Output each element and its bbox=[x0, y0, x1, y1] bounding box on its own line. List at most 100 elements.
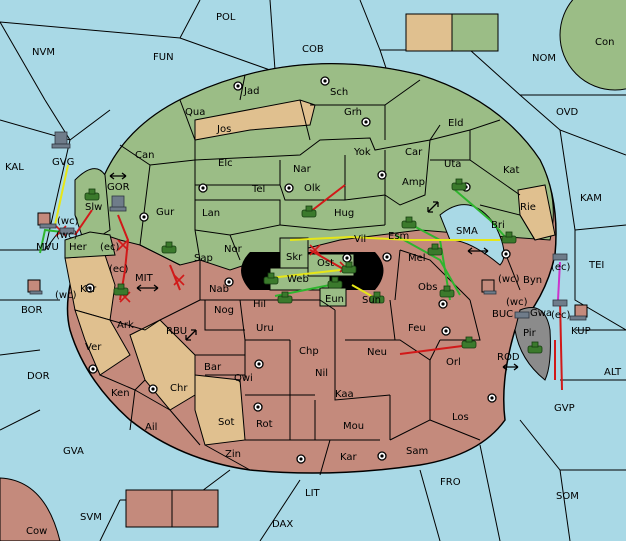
army-unit-icon bbox=[327, 276, 343, 289]
supply-center-icon bbox=[224, 277, 234, 287]
label-obs: Obs bbox=[418, 282, 437, 293]
label-mit: MIT bbox=[135, 273, 154, 284]
army-unit-icon bbox=[461, 336, 477, 349]
label-kat: Kat bbox=[503, 165, 520, 176]
label-skr: Skr bbox=[286, 252, 303, 263]
supply-center-icon bbox=[296, 454, 306, 464]
label-amp: Amp bbox=[402, 177, 425, 188]
label-uta: Uta bbox=[444, 159, 461, 170]
fleet-unit-icon bbox=[27, 279, 43, 295]
label-sot: Sot bbox=[218, 417, 234, 428]
army-unit-icon bbox=[161, 241, 177, 254]
label-kar: Kar bbox=[340, 452, 358, 463]
label-ail: Ail bbox=[145, 422, 157, 433]
supply-center-icon bbox=[320, 76, 330, 86]
label-ec-4: (ec) bbox=[551, 310, 571, 321]
army-unit-icon bbox=[301, 205, 317, 218]
label-ark: Ark bbox=[117, 320, 134, 331]
supply-center-icon bbox=[284, 183, 294, 193]
label-cow: Cow bbox=[26, 526, 47, 537]
label-gwa: Gwa bbox=[530, 308, 552, 319]
supply-center-icon bbox=[501, 249, 511, 259]
label-gva: GVA bbox=[63, 446, 84, 457]
label-cob: COB bbox=[302, 44, 324, 55]
army-unit-icon bbox=[451, 178, 467, 191]
supply-center-icon bbox=[139, 212, 149, 222]
label-rie: Rie bbox=[520, 202, 536, 213]
label-grh: Grh bbox=[344, 107, 362, 118]
army-unit-icon bbox=[369, 291, 385, 304]
supply-center-icon bbox=[382, 252, 392, 262]
label-ost: Ost bbox=[317, 258, 334, 269]
label-vil: Vil bbox=[354, 234, 366, 245]
label-mou: Mou bbox=[343, 421, 364, 432]
label-kal: KAL bbox=[5, 162, 24, 173]
supply-center-icon bbox=[342, 253, 352, 263]
label-qwi: Qwi bbox=[234, 373, 253, 384]
label-wc-2: (wc) bbox=[55, 290, 77, 301]
label-uru: Uru bbox=[256, 323, 274, 334]
label-alt: ALT bbox=[604, 367, 622, 378]
label-fro: FRO bbox=[440, 477, 461, 488]
label-chr: Chr bbox=[170, 383, 188, 394]
label-gvg: GVG bbox=[52, 157, 74, 168]
label-nog: Nog bbox=[214, 305, 234, 316]
army-unit-icon bbox=[501, 231, 517, 244]
magenta-arrow bbox=[557, 261, 561, 301]
fleet-unit-icon bbox=[59, 227, 75, 235]
province-ver bbox=[74, 309, 131, 376]
province-sot bbox=[194, 374, 246, 446]
label-bar: Bar bbox=[204, 362, 222, 373]
labels: POL NVM FUN COB NOM Con OVD KAM TEI ALT … bbox=[5, 12, 622, 537]
label-bor: BOR bbox=[21, 305, 43, 316]
army-unit-icon bbox=[84, 188, 100, 201]
label-esm: Esm bbox=[388, 231, 409, 242]
label-con: Con bbox=[595, 37, 614, 48]
label-wc-3: (wc) bbox=[498, 274, 520, 285]
label-tel: Tel bbox=[251, 184, 265, 195]
label-ken: Ken bbox=[111, 388, 130, 399]
label-qua: Qua bbox=[185, 107, 205, 118]
supply-center-icon bbox=[361, 117, 371, 127]
label-nil: Nil bbox=[315, 368, 328, 379]
army-unit-icon bbox=[113, 283, 129, 296]
label-kam: KAM bbox=[580, 193, 602, 204]
label-los: Los bbox=[452, 412, 469, 423]
label-car: Car bbox=[405, 147, 423, 158]
label-can: Can bbox=[135, 150, 154, 161]
green-region bbox=[89, 63, 554, 271]
label-mvu: MVU bbox=[36, 242, 59, 253]
label-mel: Mel bbox=[408, 253, 426, 264]
fleet-unit-icon bbox=[552, 253, 568, 261]
label-ec-1: (ec) bbox=[100, 242, 120, 253]
supply-center-icon bbox=[148, 384, 158, 394]
supply-center-icon bbox=[88, 364, 98, 374]
label-sap: Sap bbox=[194, 253, 213, 264]
skr-box bbox=[279, 237, 309, 269]
label-bri: Bri bbox=[491, 220, 505, 231]
label-ovd: OVD bbox=[556, 107, 579, 118]
label-neu: Neu bbox=[367, 347, 387, 358]
army-unit-icon bbox=[401, 216, 417, 229]
label-lit: LIT bbox=[305, 488, 321, 499]
army-unit-icon bbox=[527, 341, 543, 354]
label-orl: Orl bbox=[446, 357, 461, 368]
label-nor: Nor bbox=[224, 244, 243, 255]
label-feu: Feu bbox=[408, 323, 426, 334]
supply-center-icon bbox=[198, 183, 208, 193]
green-borders bbox=[119, 74, 536, 291]
label-kup: KUP bbox=[571, 326, 591, 337]
label-ver: Ver bbox=[85, 342, 102, 353]
label-buc: BUC bbox=[492, 309, 513, 320]
army-unit-icon bbox=[277, 291, 293, 304]
label-her: Her bbox=[69, 242, 88, 253]
label-tei: TEI bbox=[588, 260, 604, 271]
label-sun: Sun bbox=[362, 295, 381, 306]
fleet-unit-icon bbox=[481, 279, 497, 295]
supply-center-icon bbox=[254, 359, 264, 369]
label-eun: Eun bbox=[325, 294, 344, 305]
supply-center-icon bbox=[441, 326, 451, 336]
legend-bottom bbox=[125, 489, 219, 528]
